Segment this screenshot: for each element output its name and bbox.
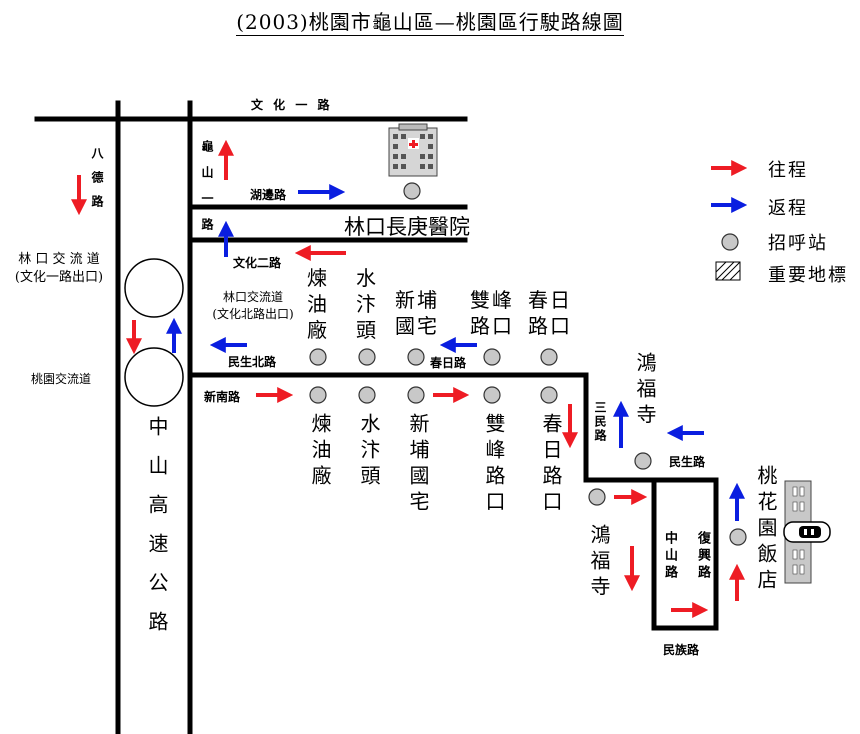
- interchange-linkou-note: (文化一路出口): [14, 270, 104, 285]
- stop-upper-5-label: 春日 路口: [528, 288, 572, 338]
- stop-lower-2: [358, 386, 376, 404]
- stop-lower-3-label: 新埔國宅: [406, 413, 430, 517]
- interchange-linkou-north-name: 林口交流道: [222, 290, 283, 304]
- stop-upper-4: [483, 348, 501, 366]
- road-label-hubian: 湖邊路: [250, 188, 287, 202]
- stop-upper-2: [358, 348, 376, 366]
- stop-upper-4-label: 雙峰 路口: [470, 288, 514, 338]
- stop-hotel: [729, 528, 747, 546]
- road-label-xinnan: 新南路: [204, 390, 241, 404]
- stop-upper-3: [407, 348, 425, 366]
- stop-upper-5: [540, 348, 558, 366]
- stop-lower-1-label: 煉油廠: [308, 413, 332, 491]
- stop-hongfu-upper-label: 鴻福寺: [633, 352, 657, 430]
- stop-upper-1: [309, 348, 327, 366]
- bus-stops: [309, 182, 747, 546]
- road-label-sanmin: 三民路: [593, 401, 607, 443]
- road-label-wenhua-2: 文化二路: [233, 256, 282, 270]
- stop-upper-3-label: 新埔 國宅: [395, 288, 439, 338]
- stop-lower-4: [483, 386, 501, 404]
- road-label-chunri: 春日路: [430, 356, 467, 370]
- road-label-minzu: 民族路: [663, 643, 700, 657]
- road-label-minsheng: 民生路: [669, 455, 706, 469]
- road-label-highway: 中山高速公路: [145, 416, 169, 650]
- stop-lower-3: [407, 386, 425, 404]
- stop-hospital: [403, 182, 421, 200]
- stop-upper-2-label: 水 汴 頭: [356, 266, 378, 342]
- legend-outbound-label: 往程: [768, 160, 808, 181]
- road-label-wenhua-1: 文 化 一 路: [251, 98, 333, 112]
- landmark-hospital-label: 林口長庚醫院: [344, 215, 470, 239]
- interchange-linkou-north-note: (文化北路出口): [212, 307, 294, 321]
- hospital-building-icon: [388, 123, 438, 177]
- return-arrows: [166, 184, 748, 521]
- interchange-linkou-name: 林 口 交 流 道: [18, 252, 100, 267]
- outbound-arrows: [71, 139, 748, 618]
- road-label-fuxing: 復興路: [695, 531, 710, 582]
- stop-hongfu-upper: [634, 452, 652, 470]
- legend-return-label: 返程: [768, 198, 808, 219]
- stop-lower-5-label: 春日路口: [539, 413, 563, 517]
- stop-hongfu-lower-label: 鴻福寺: [587, 524, 611, 602]
- legend-landmark-box: [715, 261, 741, 281]
- stop-hongfu-lower: [588, 488, 606, 506]
- legend-landmark-label: 重要地標: [768, 265, 848, 286]
- hotel-building-icon: [783, 480, 831, 584]
- stop-lower-1: [309, 386, 327, 404]
- stop-lower-2-label: 水汴頭: [357, 413, 381, 491]
- interchange-taoyuan-circle: [124, 347, 184, 407]
- legend-stop-circle: [721, 233, 739, 251]
- stop-hotel-label: 桃花園飯店: [754, 465, 778, 595]
- map-title-text: (2003)桃園市龜山區—桃園區行駛路線圖: [236, 10, 624, 36]
- interchange-linkou-label: 林 口 交 流 道 (文化一路出口): [2, 251, 116, 287]
- stop-upper-1-label: 煉 油 廠: [307, 266, 329, 342]
- interchange-linkou-north-label: 林口交流道 (文化北路出口): [198, 289, 308, 323]
- map-title: (2003)桃園市龜山區—桃園區行駛路線圖: [0, 6, 860, 36]
- interchange-taoyuan-label: 桃園交流道: [31, 372, 92, 386]
- stop-lower-5: [540, 386, 558, 404]
- legend-stop-label: 招呼站: [768, 233, 828, 254]
- interchange-linkou-circle: [124, 258, 184, 318]
- road-xinnan-sanmin: [187, 372, 719, 631]
- road-label-guishan-1: 龜山一路: [200, 140, 214, 244]
- stop-lower-4-label: 雙峰路口: [482, 413, 506, 517]
- road-label-minsheng-north: 民生北路: [228, 355, 277, 369]
- road-network: [34, 100, 719, 734]
- road-label-bade: 八德路: [90, 147, 104, 219]
- road-label-zhongshan: 中山路: [662, 531, 677, 582]
